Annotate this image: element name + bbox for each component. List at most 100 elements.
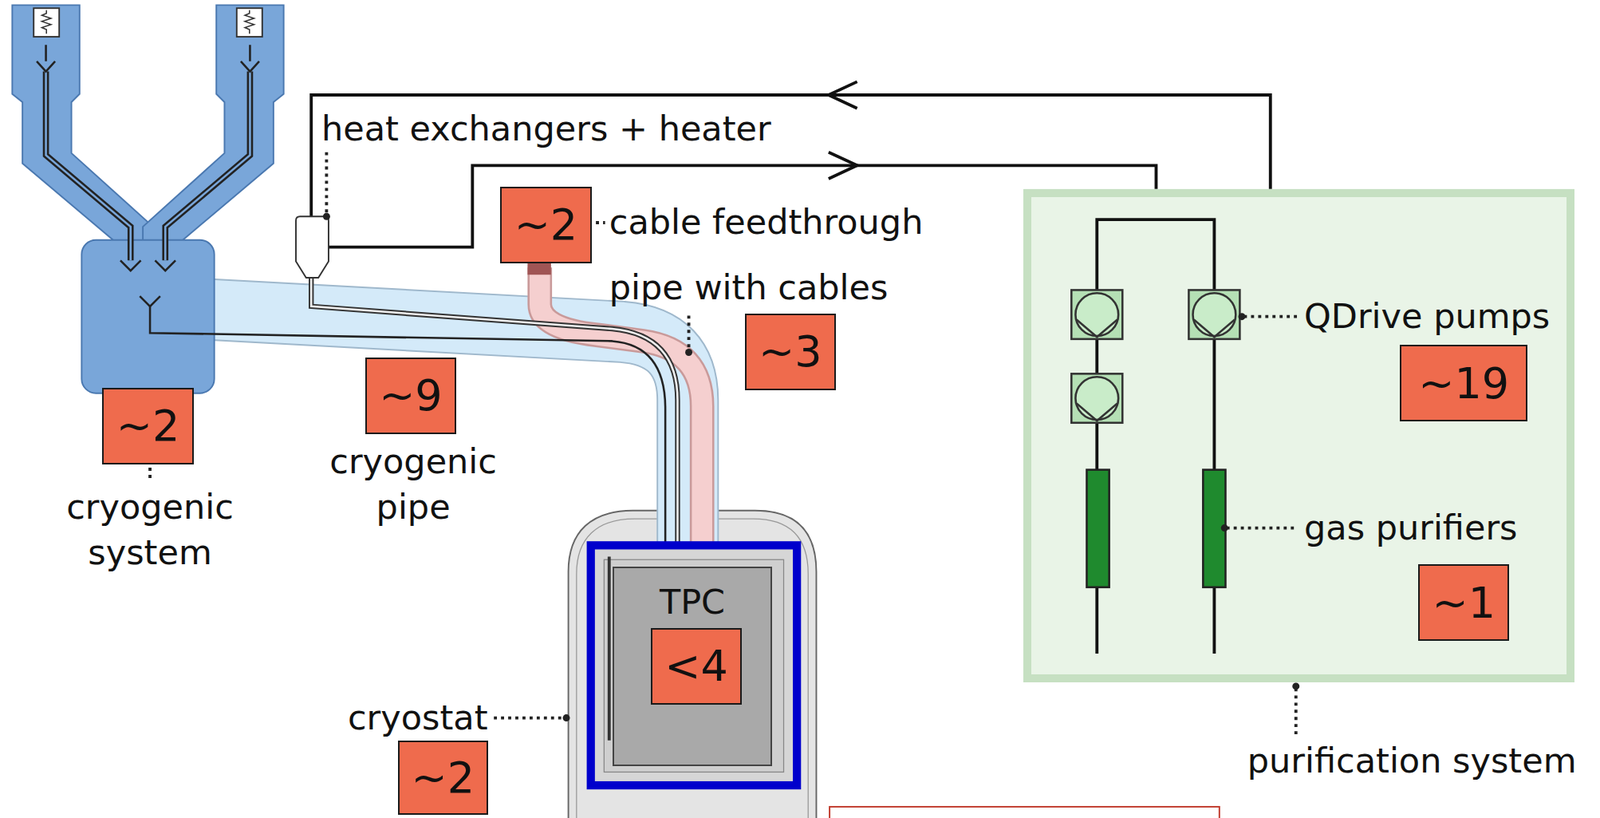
branch-line (1096, 219, 1214, 654)
callout-box: ~1 (1418, 563, 1510, 641)
pump-symbol (1075, 376, 1119, 420)
text-holder: cryostat (347, 694, 489, 741)
callout-box: <4 (650, 627, 742, 705)
pump-symbol (1071, 373, 1123, 422)
text-holder: QDrive pumps (1304, 293, 1550, 339)
purifier-symbols (1086, 469, 1226, 588)
resistor-symbols (33, 7, 263, 37)
pump-symbol (1075, 292, 1119, 336)
part-label: cable feedthrough (609, 199, 924, 245)
text-holder: ~9 (378, 371, 443, 419)
panel-title: purification system (1247, 737, 1577, 784)
leader-dot (563, 713, 571, 722)
cold-line (165, 71, 250, 261)
cryostat-inner (591, 544, 797, 785)
leader-line (595, 220, 606, 225)
resistor-symbol (33, 7, 60, 37)
leader-lines (149, 152, 1298, 736)
leader-dot (685, 348, 693, 356)
tpc-box: TPC <4 (612, 566, 773, 765)
gas-line (607, 555, 611, 740)
cryostat-wall (576, 518, 808, 818)
part-label: cryogenic pipe (311, 438, 516, 530)
cryogenic-vessel (81, 240, 214, 394)
callout-box: ~3 (744, 313, 836, 391)
leader-line (1244, 315, 1299, 319)
callout-box: ~2 (398, 740, 489, 815)
resistor-symbol (41, 10, 52, 34)
box-title: TPC (659, 579, 726, 625)
text-holder: <4 (664, 642, 729, 690)
text-holder: ~2 (116, 401, 181, 450)
callout-box: ~2 (102, 387, 194, 465)
pump-symbol (1076, 402, 1118, 421)
text-holder: pipe with cables (609, 264, 889, 311)
leader-dot (1292, 681, 1300, 690)
callout-number: ~19 (1418, 359, 1510, 407)
leader-line (687, 315, 691, 351)
part-label: cryogenic system (47, 484, 253, 576)
tpc-holder (603, 559, 784, 772)
text-holder: cable feedthrough (609, 199, 924, 245)
callout-number: <4 (664, 642, 729, 690)
flow-chevron (828, 81, 858, 108)
leader-dot (323, 212, 331, 221)
cryostat-vessel (568, 510, 817, 818)
text-holder: cryogenic pipe (311, 438, 516, 530)
callout-number: ~2 (514, 200, 579, 249)
flow-chevron (828, 152, 858, 179)
condenser-symbol (240, 44, 260, 71)
condenser-symbol (36, 44, 56, 71)
resistor-symbol (236, 7, 263, 37)
part-label: gas purifiers (1304, 504, 1518, 551)
leader-dot (1221, 524, 1229, 532)
cold-line (165, 71, 250, 261)
pump-symbol (1193, 292, 1237, 336)
cold-line (46, 71, 131, 261)
callout-number: ~3 (758, 327, 823, 375)
cold-head (142, 4, 284, 250)
pump-symbol (1188, 289, 1240, 339)
leader-line (493, 716, 564, 720)
callout-box: ~9 (365, 357, 457, 434)
pump-symbol (1194, 319, 1235, 338)
text-holder: ~19 (1418, 359, 1510, 407)
text-holder: purification system (1247, 737, 1577, 784)
purifier-symbol (1086, 469, 1109, 588)
text-holder: ~2 (514, 200, 579, 249)
collector-symbol (139, 295, 161, 307)
pump-symbol (1071, 289, 1123, 339)
drip-symbol (120, 260, 176, 271)
callout-number: ~2 (116, 401, 181, 450)
cut-off-frame (829, 806, 1220, 818)
part-label: pipe with cables (609, 264, 889, 311)
pump-symbol (1076, 319, 1118, 338)
callout-number: ~1 (1431, 579, 1496, 627)
resistor-symbol (244, 10, 255, 34)
callout-number: ~9 (378, 371, 443, 419)
heat-exchanger (295, 216, 329, 278)
feedthrough-flange (527, 262, 551, 275)
text-holder: ~1 (1431, 579, 1496, 627)
callout-box: ~2 (500, 186, 592, 264)
text-holder: gas purifiers (1304, 504, 1518, 551)
text-holder: ~2 (410, 753, 475, 801)
cold-lines (36, 44, 260, 307)
text-holder: cryogenic system (47, 484, 253, 576)
text-holder: TPC (659, 579, 726, 625)
leader-line (148, 467, 152, 482)
leader-line (1226, 526, 1299, 530)
panel-ground (1023, 189, 1575, 682)
branch-lines (1096, 219, 1214, 654)
callout-box: ~19 (1399, 344, 1528, 422)
callout-number: ~2 (410, 753, 475, 801)
leader-line (324, 152, 328, 215)
pump-symbols (1071, 289, 1240, 422)
cold-line (46, 71, 131, 261)
purification-panel: QDrive pumpsgas purifierspurification sy… (1023, 189, 1575, 682)
cold-head (11, 4, 154, 250)
text-holder: ~3 (758, 327, 823, 375)
leader-dot (1237, 312, 1246, 320)
